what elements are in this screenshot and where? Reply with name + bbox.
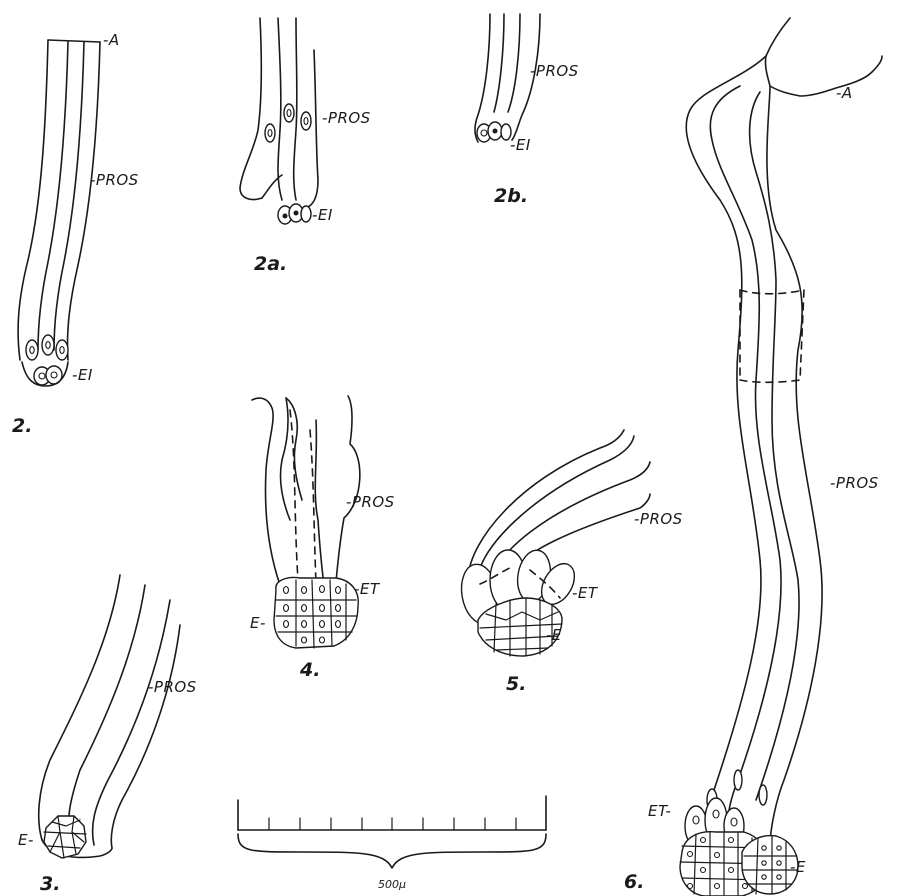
label-a-fig6: -A	[836, 84, 853, 102]
figure-2b: -PROS -EI 2b.	[475, 14, 579, 207]
label-ei-fig2a: -EI	[312, 206, 333, 224]
label-e-fig6: -E	[790, 858, 806, 876]
figure-4: -PROS -ET E- 4.	[250, 396, 395, 681]
label-ei-fig2b: -EI	[510, 136, 531, 154]
figure-number-4: 4.	[299, 659, 320, 681]
figure-number-3: 3.	[40, 873, 60, 895]
label-et-fig4: -ET	[354, 580, 381, 598]
figure-number-5: 5.	[506, 673, 526, 695]
figure-3: -PROS E- 3.	[18, 575, 197, 895]
figure-number-6: 6.	[624, 871, 644, 893]
figure-2: -A -PROS -EI 2.	[12, 31, 139, 437]
figure-number-2b: 2b.	[494, 185, 528, 207]
embryo-cluster-fig3	[44, 816, 86, 858]
label-pros-fig3: -PROS	[148, 678, 197, 696]
label-et-fig6: ET-	[648, 802, 671, 820]
label-e-fig3: E-	[18, 831, 34, 849]
scale-brace	[238, 834, 546, 868]
embryo-cluster-fig6	[680, 832, 798, 896]
embryo-cluster-fig4	[274, 578, 358, 649]
label-pros-fig4: -PROS	[346, 493, 395, 511]
label-et-fig5: -ET	[572, 584, 599, 602]
label-ei-fig2: -EI	[72, 366, 93, 384]
scale-label: 500μ	[378, 878, 406, 891]
label-pros-fig5: -PROS	[634, 510, 683, 528]
label-pros-fig2b: -PROS	[530, 62, 579, 80]
scale-bar: 500μ	[238, 796, 546, 891]
figure-6: -A -PROS ET- -E 6.	[624, 18, 882, 896]
figure-number-2: 2.	[12, 415, 32, 437]
label-pros-fig2a: -PROS	[322, 109, 371, 127]
label-pros-fig2: -PROS	[90, 171, 139, 189]
figure-5: -PROS -ET -E 5.	[457, 430, 683, 695]
label-a-fig2: -A	[103, 31, 120, 49]
label-e-fig4: E-	[250, 614, 266, 632]
figure-number-2a: 2a.	[254, 253, 287, 275]
label-e-fig5: -E	[546, 626, 562, 644]
figure-2a: -PROS -EI 2a.	[240, 18, 371, 275]
label-pros-fig6: -PROS	[830, 474, 879, 492]
